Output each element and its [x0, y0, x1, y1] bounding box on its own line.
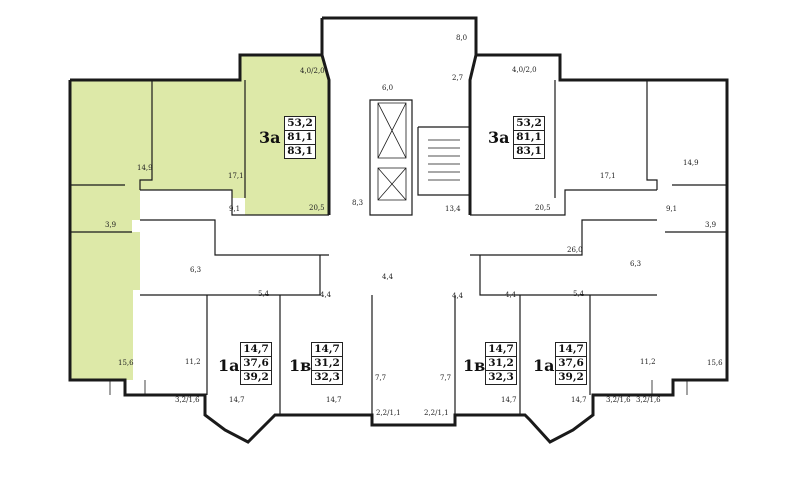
area-label: 15,6 — [118, 359, 134, 367]
area-total: 31,2 — [486, 357, 516, 371]
area-label: 6,0 — [382, 84, 393, 92]
area-total-with-balcony: 39,2 — [558, 371, 584, 383]
area-label: 4,4 — [452, 292, 464, 300]
area-living: 14,7 — [486, 343, 516, 357]
area-label: 15,6 — [707, 359, 723, 367]
apartment-areas-1v-right: 14,7 31,2 32,3 — [485, 342, 517, 385]
area-label: 4,0/2,0 — [300, 67, 325, 75]
area-label: 7,7 — [375, 374, 386, 382]
area-label: 9,1 — [229, 205, 240, 213]
area-total-with-balcony: 32,3 — [488, 371, 514, 383]
area-living: 14,7 — [241, 343, 271, 357]
area-label: 6,3 — [630, 260, 641, 268]
area-label: 17,1 — [600, 172, 616, 180]
area-label: 20,5 — [535, 204, 551, 212]
area-label: 3,9 — [105, 221, 116, 229]
area-label: 4,4 — [505, 291, 517, 299]
area-total: 81,1 — [514, 131, 544, 145]
area-label: 14,7 — [326, 396, 342, 404]
area-label: 4,0/2,0 — [512, 66, 537, 74]
area-total-with-balcony: 83,1 — [516, 145, 542, 157]
area-labels: 8,0 4,0/2,0 2,7 6,0 4,0/2,0 14,9 17,1 20… — [105, 34, 723, 417]
area-label: 14,9 — [137, 164, 153, 172]
area-label: 3,2/1,6 — [606, 396, 631, 404]
area-label: 14,7 — [229, 396, 245, 404]
outer-walls — [68, 16, 729, 444]
area-label: 7,7 — [440, 374, 451, 382]
highlighted-apartment-3a-left — [70, 55, 329, 380]
apartment-type-1a-left: 1а — [218, 356, 240, 375]
apartment-type-3a-left: 3а — [259, 128, 281, 147]
area-total-with-balcony: 32,3 — [314, 371, 340, 383]
area-total-with-balcony: 39,2 — [243, 371, 269, 383]
apartment-areas-3a-right: 53,2 81,1 83,1 — [513, 116, 545, 159]
area-label: 17,1 — [228, 172, 244, 180]
area-label: 26,0 — [567, 246, 583, 254]
stair-tower — [320, 16, 478, 215]
apartment-areas-3a-left: 53,2 81,1 83,1 — [284, 116, 316, 159]
area-total: 37,6 — [556, 357, 586, 371]
area-label: 14,9 — [683, 159, 699, 167]
area-label: 5,4 — [258, 290, 270, 298]
area-total: 81,1 — [285, 131, 315, 145]
apartment-areas-1v-left: 14,7 31,2 32,3 — [311, 342, 343, 385]
inner-walls — [70, 80, 727, 415]
area-label: 5,4 — [573, 290, 585, 298]
area-living: 14,7 — [312, 343, 342, 357]
area-label: 6,3 — [190, 266, 201, 274]
area-label: 11,2 — [185, 358, 201, 366]
area-label: 20,5 — [309, 204, 325, 212]
area-living: 14,7 — [556, 343, 586, 357]
area-label: 3,2/1,6 — [636, 396, 661, 404]
apartment-type-1a-right: 1а — [533, 356, 555, 375]
apartment-areas-1a-left: 14,7 37,6 39,2 — [240, 342, 272, 385]
area-living: 53,2 — [514, 117, 544, 131]
area-label: 4,4 — [320, 291, 332, 299]
area-label: 14,7 — [501, 396, 517, 404]
apartment-type-1v-left: 1в — [289, 356, 312, 375]
area-label: 14,7 — [571, 396, 587, 404]
area-label: 8,3 — [352, 199, 363, 207]
area-label: 11,2 — [640, 358, 656, 366]
area-label: 4,4 — [382, 273, 394, 281]
highlight-fill — [70, 55, 329, 380]
area-label: 2,2/1,1 — [376, 409, 401, 417]
area-label: 8,0 — [456, 34, 467, 42]
apartment-type-3a-right: 3а — [488, 128, 510, 147]
area-total: 31,2 — [312, 357, 342, 371]
area-label: 2,7 — [452, 74, 463, 82]
area-label: 9,1 — [666, 205, 677, 213]
area-label: 13,4 — [445, 205, 461, 213]
apartment-areas-1a-right: 14,7 37,6 39,2 — [555, 342, 587, 385]
area-label: 2,2/1,1 — [424, 409, 449, 417]
area-label: 3,9 — [705, 221, 716, 229]
apartment-type-1v-right: 1в — [463, 356, 486, 375]
area-total-with-balcony: 83,1 — [287, 145, 313, 157]
area-living: 53,2 — [285, 117, 315, 131]
area-total: 37,6 — [241, 357, 271, 371]
area-label: 3,2/1,6 — [175, 396, 200, 404]
